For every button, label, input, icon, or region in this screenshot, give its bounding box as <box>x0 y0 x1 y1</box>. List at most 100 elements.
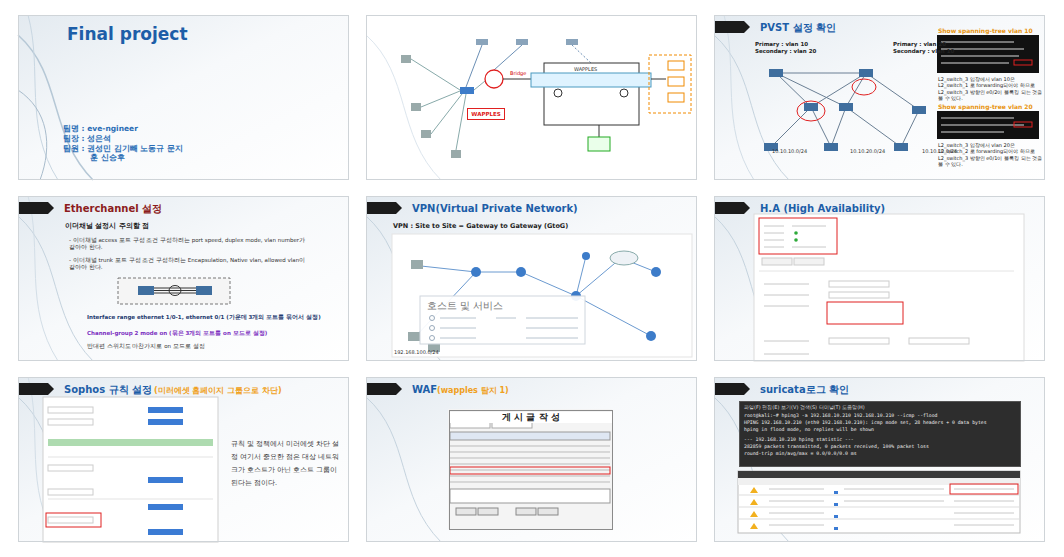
decor-g <box>834 491 838 530</box>
terminal-window: 파일(F) 편집(E) 보기(V) 검색(S) 터미널(T) 도움말(H)roo… <box>739 401 1021 467</box>
decor-line <box>764 240 784 241</box>
waf-slide: WAF(wapples 탐지 1)게 시 글 작 성 <box>366 377 697 542</box>
slide-text-heading: Etherchannel 설정 <box>64 203 264 216</box>
decor-line <box>764 295 809 296</box>
decor-line <box>450 470 610 471</box>
decor-circle <box>794 238 798 242</box>
decor-g <box>714 196 1045 361</box>
slide-text-heading: Sophos 규칙 설정 <box>64 384 159 397</box>
decor-line <box>599 125 600 137</box>
decor-ellipse <box>610 251 638 265</box>
decor-rect <box>48 465 93 471</box>
network-drawing <box>401 39 691 158</box>
sophos-slide: Sophos 규칙 설정(미러에셋 홈페이지 그룹으로 차단)규칙 및 정책에서… <box>18 377 349 542</box>
decor-g <box>154 288 196 293</box>
decor-rect <box>411 260 423 269</box>
decor-rect <box>450 489 610 503</box>
slide-text: - 이더채널 trunk 포트 구성 조건 구성하려는 Encapsulatio… <box>69 257 309 271</box>
subnet-label: 10.10.10.0/24 <box>772 148 807 154</box>
decor-ellipse <box>797 101 825 121</box>
slide-text: Secondary : vlan 20 <box>755 48 845 55</box>
decor-rect <box>544 63 639 125</box>
wapples-box: WAPPLES <box>467 108 505 120</box>
slide-text: (wapples 탐지 1) <box>437 386 587 396</box>
decor-g <box>714 377 1045 542</box>
vpn-topology <box>392 234 692 357</box>
decor-line <box>450 452 610 453</box>
decor-circle <box>485 70 503 88</box>
decor-rect <box>48 407 93 413</box>
decor-rect <box>827 302 903 324</box>
decor-path <box>18 90 47 180</box>
decor-line <box>764 284 809 285</box>
decor-rect <box>937 111 1039 139</box>
decor-rect <box>366 377 697 542</box>
decor-line <box>759 271 1014 272</box>
decor-rect <box>478 508 498 515</box>
decor-rect <box>950 484 1018 494</box>
decor-rect <box>714 15 1045 180</box>
decor-line <box>954 501 1014 502</box>
decor-rect <box>834 527 838 530</box>
decor-line <box>776 73 866 74</box>
decor-rect <box>668 93 684 102</box>
decor-rect <box>450 432 610 440</box>
decor-rect <box>48 517 93 523</box>
decor-rect <box>566 39 578 45</box>
decor-rect <box>48 419 93 425</box>
ha-screenshot <box>754 214 1024 361</box>
decor-rect <box>769 69 783 77</box>
decor-circle <box>430 316 435 321</box>
decor-g <box>148 407 183 535</box>
slide-text-heading: 게 시 글 작 성 <box>450 412 612 423</box>
slide-text-heading: WAPPLES <box>468 111 504 118</box>
slide-text: VPN : Site to Site = Gateway to Gateway … <box>393 222 683 230</box>
decor-rect <box>411 103 421 111</box>
decor-ellipse <box>169 286 181 296</box>
decor-rect <box>829 338 889 344</box>
decor-rect <box>531 73 651 87</box>
decor-line <box>954 513 1014 514</box>
decor-line <box>846 107 901 147</box>
decor-rect <box>668 77 684 86</box>
decor-path <box>366 35 441 180</box>
decor-line <box>450 446 610 447</box>
decor-rect <box>392 234 692 357</box>
decor-line <box>576 258 621 296</box>
decor-line <box>738 507 1020 508</box>
decor-circle <box>620 89 628 97</box>
decor-polygon <box>18 383 54 395</box>
decor-line <box>769 513 824 514</box>
decor-line <box>48 499 213 500</box>
decor-line <box>431 94 462 134</box>
decor-line <box>440 318 476 319</box>
decor-polygon <box>750 499 758 505</box>
decor-rect <box>46 513 101 527</box>
decor-rect <box>649 55 691 113</box>
decor-polygon <box>714 383 750 395</box>
decor-g <box>456 508 558 515</box>
decor-rect <box>834 515 838 518</box>
decor-line <box>769 525 824 526</box>
decor-rect <box>754 214 1024 361</box>
decor-rect <box>148 407 183 413</box>
slide-text: (미러에셋 홈페이지 그룹으로 차단) <box>154 386 344 396</box>
decor-g <box>750 487 758 529</box>
waf-screenshot <box>448 409 612 529</box>
decor-path <box>724 15 754 180</box>
decor-rect <box>18 15 349 180</box>
decor-circle <box>554 89 562 97</box>
decor-polygon <box>18 202 54 214</box>
decor-line <box>154 288 196 289</box>
decor-rect <box>762 258 792 265</box>
decor-line <box>764 226 784 227</box>
decor-rect <box>829 292 889 298</box>
decor-rect <box>1014 60 1032 65</box>
decor-line <box>456 94 466 150</box>
decor-rect <box>138 286 154 295</box>
decor-line <box>411 59 460 90</box>
slide-text: L2_switch_3 입장에서 vlan 10은 L2_switch_1 로 … <box>938 76 1043 101</box>
slide-text: Primary : vlan 20 <box>893 41 973 48</box>
slide-text: 팀명 : eve-ngineer <box>63 124 223 133</box>
